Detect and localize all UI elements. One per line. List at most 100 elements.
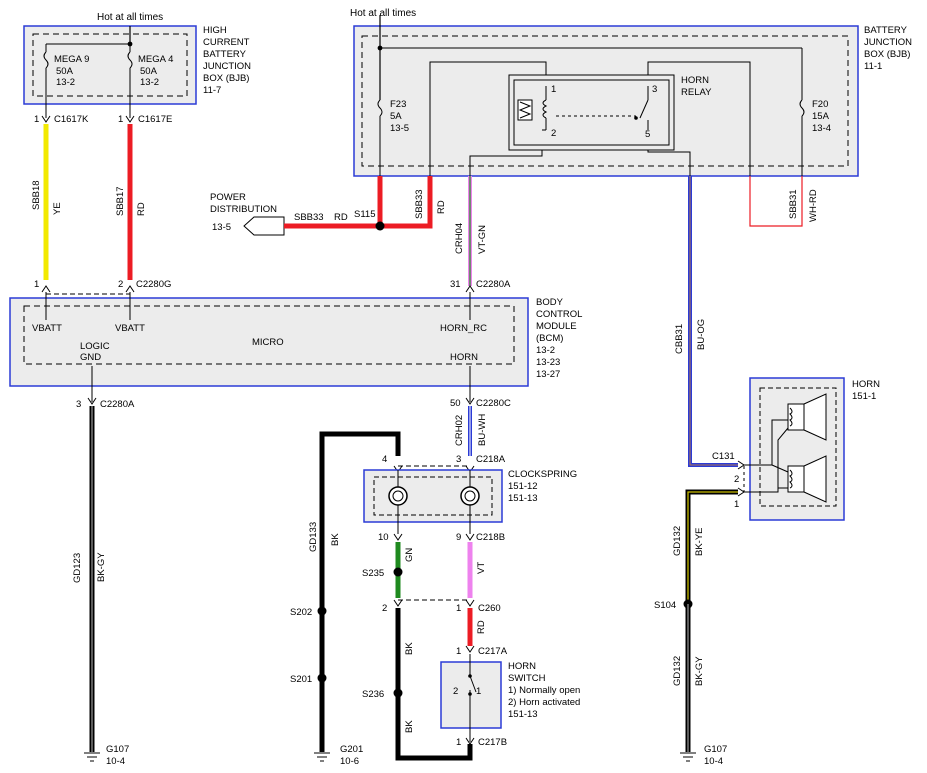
hcbjb-name-5: BOX (BJB) (203, 73, 249, 84)
crh02-label: CRH02 (454, 415, 465, 446)
high-current-bjb (23, 25, 197, 118)
f23-amp: 5A (390, 111, 402, 122)
pin1-c217b: 1 (456, 737, 461, 748)
gd123-label: GD123 (72, 553, 83, 583)
connector-c260-1-icon (465, 599, 475, 607)
f23-label: F23 (390, 99, 406, 110)
horn-box (749, 377, 845, 521)
s202-label: S202 (290, 607, 312, 618)
micro-label: MICRO (252, 337, 284, 348)
vbatt2-label: VBATT (115, 323, 145, 334)
buwh-label: BU-WH (477, 414, 488, 446)
mega9-label: MEGA 9 (54, 54, 89, 65)
ground-g107-left-icon (84, 752, 100, 762)
hcbjb-name-4: JUNCTION (203, 61, 251, 72)
g201-label: G201 (340, 744, 363, 755)
hcbjb-name-1: HIGH (203, 25, 227, 36)
bcm-name-1: BODY (536, 297, 564, 308)
c2280c-label: C2280C (476, 398, 511, 409)
c1617k-label: C1617K (54, 114, 89, 125)
c218b-label: C218B (476, 532, 505, 543)
pin10-label: 10 (378, 532, 389, 543)
clockspring-coil-1-icon (388, 486, 408, 506)
mega9-amp: 50A (56, 66, 74, 77)
bcm-name-3: MODULE (536, 321, 577, 332)
g107-left-ref: 10-4 (106, 756, 125, 767)
bcm-inner (23, 305, 515, 365)
c2280a-bot-label: C2280A (100, 399, 135, 410)
bjb-name-3: BOX (BJB) (864, 49, 910, 60)
crh04-label: CRH04 (454, 223, 465, 254)
connector-c217a-icon (465, 645, 475, 653)
hcbjb-name-3: BATTERY (203, 49, 247, 60)
bcm-module (9, 292, 529, 402)
f23-fuse-icon (377, 99, 383, 117)
bk-gd133-label: BK (330, 533, 341, 546)
horn-switch-ref: 151-13 (508, 709, 538, 720)
hs-pin-2: 2 (453, 686, 458, 697)
bjb-inner (361, 35, 849, 167)
horn-name: HORN (852, 379, 880, 390)
clockspring-ref-1: 151-12 (508, 481, 538, 492)
s104-label: S104 (654, 600, 676, 611)
pd-ref: 13-5 (212, 222, 231, 233)
mega4-label: MEGA 4 (138, 54, 173, 65)
pin50-label: 50 (450, 398, 461, 409)
relay-box-outer (508, 74, 675, 151)
pin-c1617e: 1 (118, 114, 123, 125)
connector-c260-2-icon (393, 599, 403, 607)
bkye-label: BK-YE (694, 527, 705, 556)
ground-g201-icon (314, 752, 330, 762)
hot-label-right: Hot at all times (350, 8, 416, 19)
splice-s115 (375, 221, 385, 231)
horn-switch (440, 654, 502, 742)
s235-label: S235 (362, 568, 384, 579)
pin31-label: 31 (450, 279, 461, 290)
ground-g107-right-icon (680, 752, 696, 762)
relay-box-inner (513, 79, 670, 146)
buog-label: BU-OG (696, 319, 707, 350)
pin4-c218a: 4 (382, 454, 387, 465)
bcm-box (9, 297, 529, 387)
sbb33-v-label: SBB33 (414, 189, 425, 219)
f20-ref: 13-4 (812, 123, 831, 134)
splice-s235 (393, 567, 403, 577)
vtgn-label: VT-GN (477, 225, 488, 254)
sbb33-h-label: SBB33 (294, 212, 324, 223)
gd133-label: GD133 (308, 522, 319, 552)
rd-c260-label: RD (476, 620, 487, 634)
power-distribution-arrow-icon (243, 216, 285, 236)
pd-label-1: POWER (210, 192, 246, 203)
horn-component (744, 377, 845, 521)
rd-sbb33-label: RD (436, 200, 447, 214)
pin2-c2280g: 2 (118, 279, 123, 290)
g201-ref: 10-6 (340, 756, 359, 767)
relay-pin-2: 2 (551, 128, 556, 139)
bjb-name-2: JUNCTION (864, 37, 912, 48)
hcbjb-box (23, 25, 197, 105)
relay-name-2: RELAY (681, 87, 712, 98)
c131-pin-1: 1 (734, 499, 739, 510)
wire-bk-mid (395, 608, 473, 761)
horn-pin-label: HORN (450, 352, 478, 363)
pin3-c2280a: 3 (76, 399, 81, 410)
vt-label: VT (476, 562, 487, 574)
rd-sbb17-label: RD (136, 202, 147, 216)
mega4-fuse-icon (127, 51, 133, 69)
pin2-c260: 2 (382, 603, 387, 614)
connector-c2280c-icon (465, 397, 475, 405)
connector-c131-1-icon (737, 487, 745, 497)
hcbjb-ref: 11-7 (203, 85, 221, 96)
bcm-ref-2: 13-23 (536, 357, 560, 368)
pin-c1617k: 1 (34, 114, 39, 125)
horn-switch-note-1: 1) Normally open (508, 685, 580, 696)
wire-gd133 (319, 431, 401, 752)
ye-label: YE (52, 202, 63, 215)
relay-pin-5: 5 (645, 129, 650, 140)
clockspring (363, 469, 503, 534)
connector-c1617k-icon (41, 115, 51, 123)
pin3-c218a: 3 (456, 454, 461, 465)
c217b-label: C217B (478, 737, 507, 748)
